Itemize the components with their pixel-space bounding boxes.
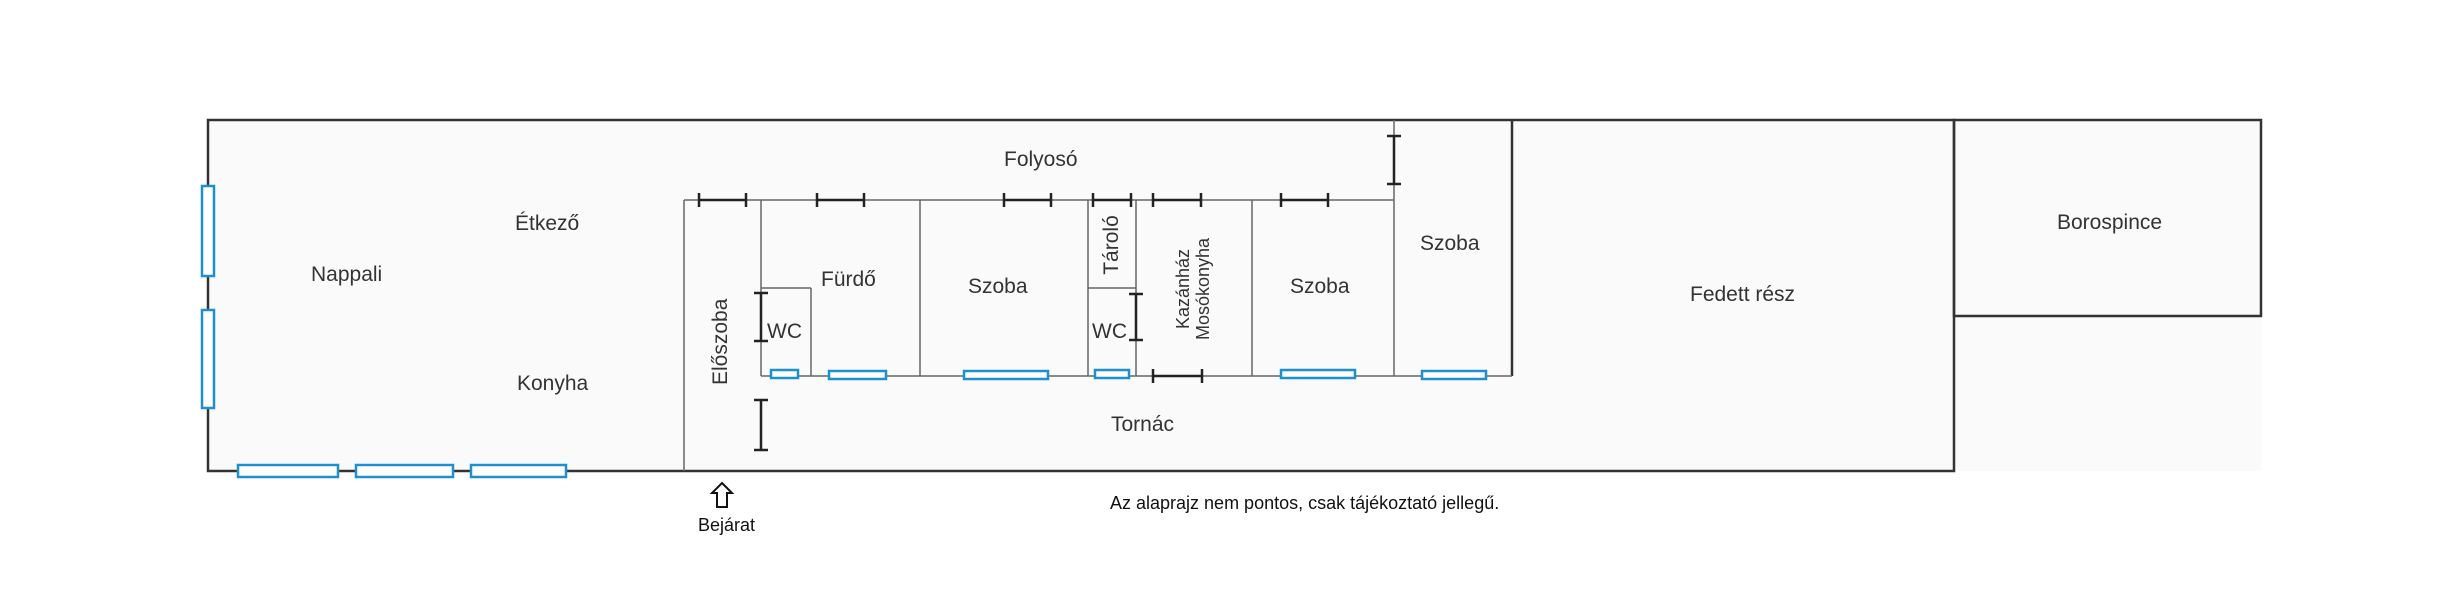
room-label-szoba2: Szoba bbox=[1290, 275, 1350, 298]
window-nappali-1 bbox=[200, 184, 216, 278]
door-szoba2 bbox=[1279, 193, 1330, 207]
door-eloszoba-tornac bbox=[754, 398, 768, 452]
room-label-szoba1: Szoba bbox=[968, 275, 1028, 298]
entrance-label: Bejárat bbox=[698, 515, 756, 535]
room-label-etkezo: Étkező bbox=[515, 212, 580, 235]
window-szoba1 bbox=[962, 369, 1050, 381]
borospince-wall bbox=[1952, 118, 2263, 318]
window-south-1 bbox=[236, 463, 340, 479]
disclaimer-note: Az alaprajz nem pontos, csak tájékoztató… bbox=[1110, 493, 1500, 513]
window-wc2 bbox=[1093, 368, 1131, 380]
door-szoba1 bbox=[1002, 193, 1053, 207]
entrance-arrow-icon bbox=[709, 481, 735, 508]
room-label-szoba3: Szoba bbox=[1420, 232, 1480, 255]
window-south-2 bbox=[354, 463, 455, 479]
door-tarolo bbox=[1091, 193, 1133, 207]
room-label-tornac: Tornác bbox=[1111, 413, 1175, 436]
window-furdo bbox=[827, 369, 888, 381]
window-szoba2 bbox=[1279, 368, 1357, 380]
room-label-eloszoba: Előszoba bbox=[709, 298, 732, 385]
room-label-fedett-resz: Fedett rész bbox=[1690, 283, 1796, 306]
door-eloszoba-folyoso bbox=[697, 193, 748, 207]
door-wc2 bbox=[1129, 292, 1143, 342]
room-label-furdo: Fürdő bbox=[821, 268, 876, 291]
door-furdo bbox=[815, 193, 866, 207]
window-wc1 bbox=[769, 368, 800, 380]
window-szoba3 bbox=[1420, 369, 1488, 381]
house-floor-area bbox=[208, 120, 1954, 471]
doors bbox=[697, 134, 1401, 452]
door-wc1 bbox=[754, 291, 768, 343]
window-nappali-2 bbox=[200, 308, 216, 410]
cellar-floor-area bbox=[1954, 120, 2261, 471]
door-szoba3 bbox=[1387, 134, 1401, 186]
room-label-wc1: WC bbox=[767, 320, 802, 343]
room-label-wc2: WC bbox=[1092, 320, 1127, 343]
windows bbox=[200, 184, 1488, 479]
room-label-tarolo: Tároló bbox=[1100, 215, 1123, 275]
door-mosokonyha-tornac bbox=[1151, 369, 1204, 383]
room-label-folyoso: Folyosó bbox=[1004, 148, 1078, 171]
room-label-borospince: Borospince bbox=[2057, 211, 2163, 234]
window-south-3 bbox=[469, 463, 568, 479]
room-label-konyha: Konyha bbox=[517, 372, 589, 395]
room-label-kazanhaz-mosokonyha: Kazánház Mosókonyha bbox=[1173, 233, 1213, 345]
room-label-mosokonyha: Mosókonyha bbox=[1193, 237, 1213, 341]
room-label-kazanhaz: Kazánház bbox=[1173, 248, 1193, 330]
door-kazanhaz bbox=[1151, 193, 1203, 207]
room-label-nappali: Nappali bbox=[311, 263, 383, 286]
